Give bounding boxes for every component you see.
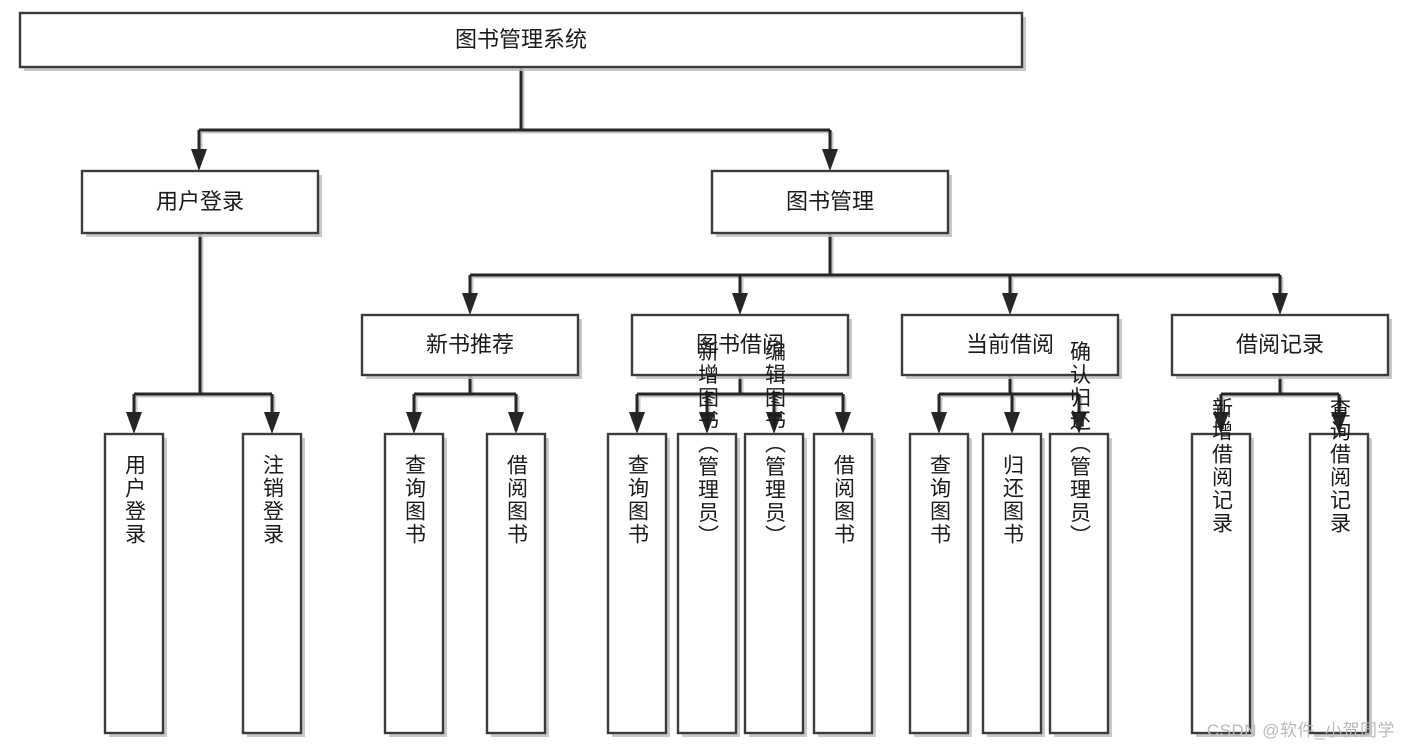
arrowhead-user-login <box>191 149 207 171</box>
node-current-borrow[interactable]: 当前借阅 <box>900 313 1122 379</box>
node-leaf-borrow-book-1[interactable]: 借阅图书 <box>485 432 549 737</box>
node-new-book-rec-label: 新书推荐 <box>426 332 514 357</box>
node-leaf-logout-label: 注销登录 <box>261 454 285 546</box>
node-leaf-query-book-2[interactable]: 查询图书 <box>606 432 670 737</box>
arrowhead-leaf-query-book-3 <box>931 412 947 434</box>
node-book-borrow-label: 图书借阅 <box>696 332 784 357</box>
arrowhead-leaf-add-record <box>1213 412 1229 434</box>
edge-borrowrecord-to-leaves <box>1213 375 1347 434</box>
node-user-login-label: 用户登录 <box>156 189 244 214</box>
node-borrow-record[interactable]: 借阅记录 <box>1170 313 1392 379</box>
node-leaf-add-record-label: 新增借阅记录 <box>1210 397 1234 535</box>
node-leaf-edit-book[interactable]: 编辑图书（管理员） <box>743 341 807 738</box>
node-leaf-logout[interactable]: 注销登录 <box>241 432 305 737</box>
node-leaf-query-book-3-label: 查询图书 <box>928 454 952 546</box>
edge-currentborrow-to-leaves <box>931 375 1087 434</box>
arrowhead-new-book-rec <box>462 293 478 315</box>
arrowhead-leaf-borrow-book-1 <box>508 412 524 434</box>
node-root[interactable]: 图书管理系统 <box>18 11 1026 71</box>
node-leaf-query-book-1-label: 查询图书 <box>403 454 427 546</box>
edge-bookmanage-to-level3 <box>462 233 1288 315</box>
node-book-manage[interactable]: 图书管理 <box>710 169 952 237</box>
node-leaf-query-record[interactable]: 查询借阅记录 <box>1308 397 1372 737</box>
node-user-login[interactable]: 用户登录 <box>80 169 322 237</box>
node-leaf-confirm-return[interactable]: 确认归还（管理员） <box>1048 341 1112 738</box>
node-leaf-query-record-label: 查询借阅记录 <box>1328 397 1352 535</box>
arrowhead-leaf-add-book <box>699 412 715 434</box>
arrowhead-leaf-query-book-2 <box>629 412 645 434</box>
node-leaf-user-login[interactable]: 用户登录 <box>103 432 167 737</box>
node-leaf-borrow-book-1-label: 借阅图书 <box>505 454 529 546</box>
arrowhead-leaf-query-record <box>1331 412 1347 434</box>
node-leaf-edit-book-label: 编辑图书（管理员） <box>763 341 787 548</box>
node-leaf-user-login-label: 用户登录 <box>123 454 147 546</box>
arrowhead-leaf-logout <box>264 412 280 434</box>
node-leaf-add-book[interactable]: 新增图书（管理员） <box>676 341 740 738</box>
node-book-manage-label: 图书管理 <box>786 189 874 214</box>
edge-userlogin-to-leaves <box>126 233 280 434</box>
node-leaf-add-record[interactable]: 新增借阅记录 <box>1190 397 1254 737</box>
arrowhead-leaf-confirm-return <box>1071 412 1087 434</box>
node-leaf-confirm-return-label: 确认归还（管理员） <box>1068 341 1092 548</box>
edge-root-to-level2 <box>191 67 838 171</box>
arrowhead-book-manage <box>822 149 838 171</box>
csdn-watermark: CSDN @软件_小贺同学 <box>1206 721 1395 740</box>
node-leaf-borrow-book-2-label: 借阅图书 <box>832 454 856 546</box>
arrowhead-leaf-user-login <box>126 412 142 434</box>
node-current-borrow-label: 当前借阅 <box>966 332 1054 357</box>
node-leaf-query-book-1[interactable]: 查询图书 <box>383 432 447 737</box>
node-leaf-query-book-2-label: 查询图书 <box>626 454 650 546</box>
node-root-label: 图书管理系统 <box>455 27 587 52</box>
node-leaf-return-book[interactable]: 归还图书 <box>981 432 1045 737</box>
connector-layer <box>126 67 1347 434</box>
node-book-borrow[interactable]: 图书借阅 <box>630 313 852 379</box>
arrowhead-leaf-edit-book <box>766 412 782 434</box>
arrowhead-leaf-return-book <box>1004 412 1020 434</box>
arrowhead-book-borrow <box>732 293 748 315</box>
arrowhead-leaf-query-book-1 <box>406 412 422 434</box>
edge-newbookrec-to-leaves <box>406 375 524 434</box>
node-leaf-borrow-book-2[interactable]: 借阅图书 <box>812 432 876 737</box>
arrowhead-current-borrow <box>1002 293 1018 315</box>
node-leaf-add-book-label: 新增图书（管理员） <box>696 341 720 548</box>
node-leaf-return-book-label: 归还图书 <box>1001 454 1025 546</box>
arrowhead-borrow-record <box>1272 293 1288 315</box>
node-leaf-query-book-3[interactable]: 查询图书 <box>908 432 972 737</box>
edge-bookborrow-to-leaves <box>629 375 851 434</box>
node-borrow-record-label: 借阅记录 <box>1236 332 1324 357</box>
arrowhead-leaf-borrow-book-2 <box>835 412 851 434</box>
node-new-book-rec[interactable]: 新书推荐 <box>360 313 582 379</box>
